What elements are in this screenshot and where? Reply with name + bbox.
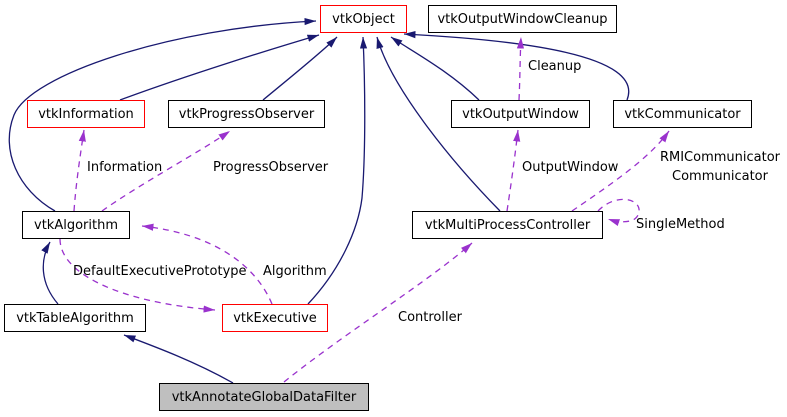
node-vtkMultiProcessController[interactable]: vtkMultiProcessController <box>412 211 603 239</box>
edge-label-singlemethod: SingleMethod <box>636 217 725 232</box>
edge-label-controller: Controller <box>398 310 462 325</box>
edge-label-information: Information <box>87 160 163 175</box>
edge-singlemethod-selfloop <box>597 198 640 227</box>
edge-outputwindow <box>506 129 521 212</box>
edge-algorithm <box>141 223 273 305</box>
node-vtkObject[interactable]: vtkObject <box>320 5 407 33</box>
edge-label-progressobserver: ProgressObserver <box>213 160 329 175</box>
edge-progressobserver <box>101 130 231 212</box>
edge-vtkMultiProcessController-to-vtkObject <box>376 36 501 212</box>
edge-vtkTableAlgorithm-to-vtkAlgorithm <box>41 241 59 305</box>
edge-information <box>73 129 86 212</box>
edge-label-rmicommunicator: RMICommunicator Communicator <box>656 151 784 183</box>
edge-vtkAnnotateGlobalDataFilter-to-vtkTableAlgorithm <box>123 334 234 384</box>
edge-vtkCommunicator-to-vtkObject <box>403 30 630 101</box>
edge-label-rmicommunicator-line2: Communicator <box>672 169 768 184</box>
node-vtkInformation[interactable]: vtkInformation <box>27 100 145 128</box>
edge-label-cleanup: Cleanup <box>528 59 582 74</box>
node-vtkExecutive[interactable]: vtkExecutive <box>222 304 328 332</box>
edge-label-outputwindow: OutputWindow <box>522 160 619 175</box>
edge-cleanup <box>516 36 525 101</box>
edge-vtkInformation-to-vtkObject <box>119 34 320 101</box>
node-vtkProgressObserver[interactable]: vtkProgressObserver <box>168 100 325 128</box>
edge-vtkAlgorithm-to-vtkObject <box>8 17 317 212</box>
node-vtkCommunicator[interactable]: vtkCommunicator <box>613 100 752 128</box>
node-vtkOutputWindow[interactable]: vtkOutputWindow <box>451 100 590 128</box>
edge-controller <box>283 242 473 383</box>
edge-label-rmicommunicator-line1: RMICommunicator <box>659 150 781 165</box>
node-vtkAnnotateGlobalDataFilter: vtkAnnotateGlobalDataFilter <box>159 383 369 411</box>
node-vtkOutputWindowCleanup[interactable]: vtkOutputWindowCleanup <box>428 5 617 33</box>
node-vtkAlgorithm[interactable]: vtkAlgorithm <box>22 211 130 239</box>
edge-defaultexecutiveprototype <box>59 238 216 313</box>
edge-label-defaultexecutiveprototype: DefaultExecutivePrototype <box>73 264 247 279</box>
node-vtkTableAlgorithm[interactable]: vtkTableAlgorithm <box>4 304 146 332</box>
edge-label-algorithm: Algorithm <box>263 264 327 279</box>
edge-vtkOutputWindow-to-vtkObject <box>390 36 480 101</box>
edge-vtkProgressObserver-to-vtkObject <box>262 36 338 101</box>
edge-rmicommunicator <box>571 130 670 212</box>
edge-vtkExecutive-to-vtkObject <box>307 36 368 305</box>
